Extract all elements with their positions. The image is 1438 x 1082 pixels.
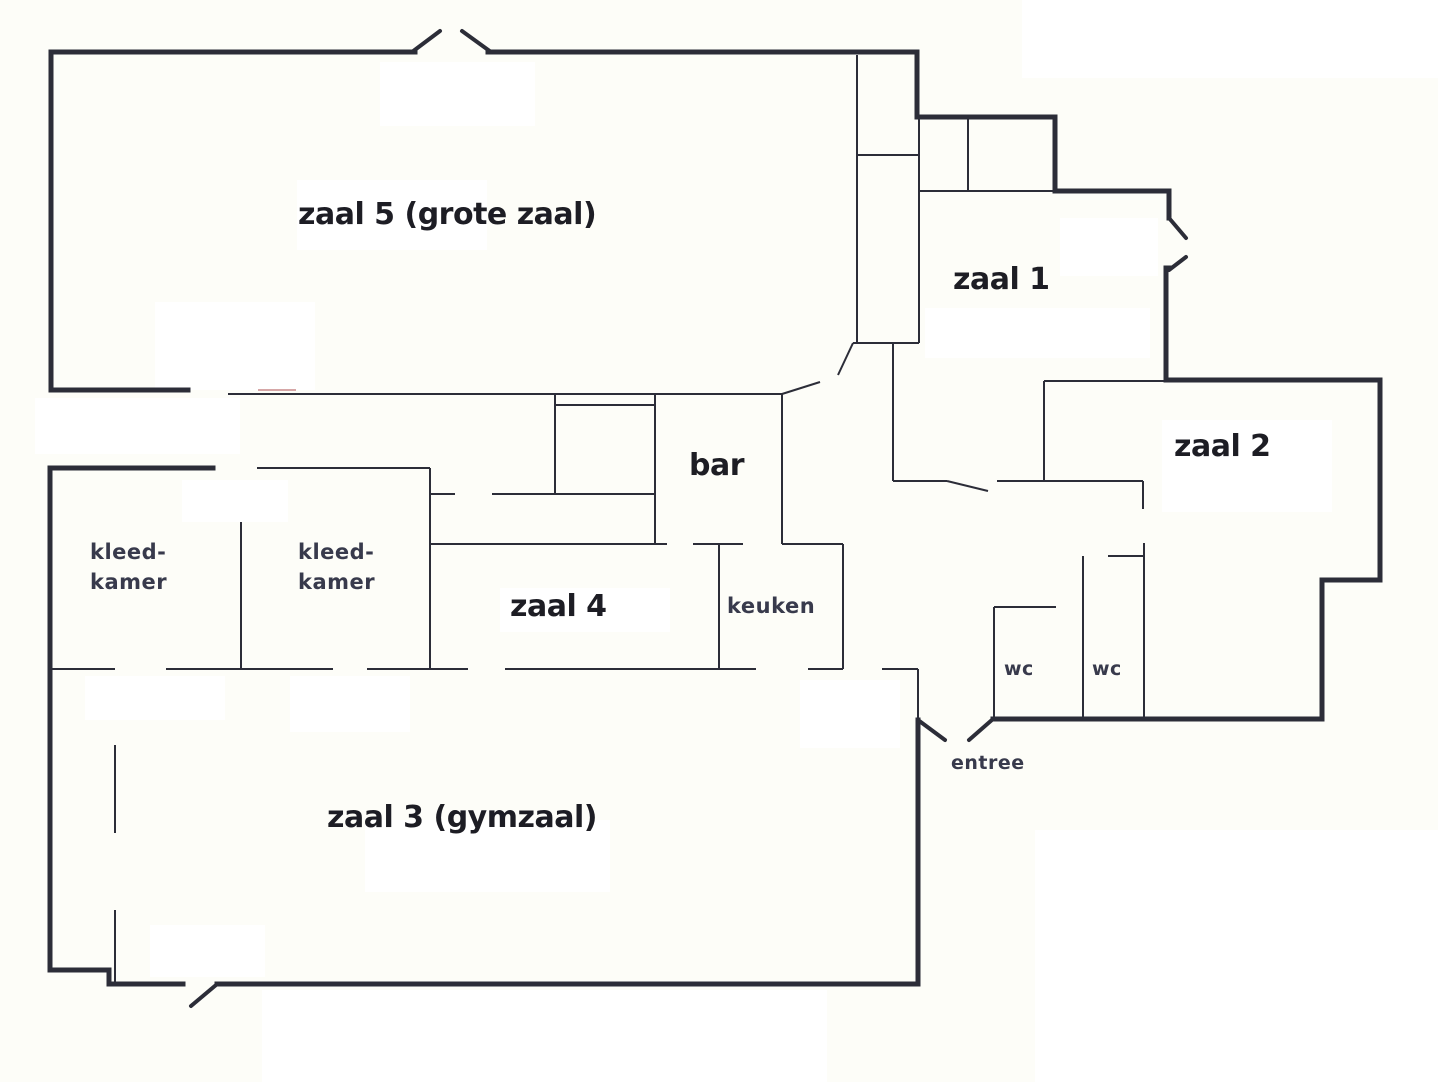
label-patch <box>35 398 240 454</box>
label-patch <box>150 925 265 977</box>
inner-wall <box>837 342 854 376</box>
room-label-kleedkamer-b: kleed- kamer <box>298 537 375 597</box>
outer-wall-zaal3-bottom <box>214 717 921 987</box>
label-patch <box>380 62 535 126</box>
label-patch <box>262 990 827 1082</box>
room-label-line: kleed- <box>90 540 167 564</box>
outer-wall-zaal5-top-right <box>485 49 1172 221</box>
inner-wall <box>946 480 989 492</box>
outer-wall-zaal1-east <box>990 265 1383 722</box>
outer-wall-zaal5 <box>48 49 418 393</box>
room-label-keuken: keuken <box>727 594 816 618</box>
room-label-zaal4: zaal 4 <box>510 589 607 624</box>
door-top <box>460 29 493 54</box>
door-entree <box>916 718 947 742</box>
room-label-zaal3: zaal 3 (gymzaal) <box>327 800 597 835</box>
door-east <box>1167 255 1188 272</box>
room-label-zaal1: zaal 1 <box>953 262 1050 297</box>
label-patch <box>365 820 610 892</box>
label-patch <box>85 676 225 720</box>
room-label-line: kamer <box>298 570 376 594</box>
label-patch <box>1162 420 1332 512</box>
room-label-entree: entree <box>951 752 1025 774</box>
door-east <box>1167 216 1188 240</box>
label-patch <box>182 480 288 522</box>
room-label-wc-b: wc <box>1092 658 1122 680</box>
label-patch <box>800 680 900 748</box>
label-patch <box>1022 0 1438 78</box>
label-patch <box>1060 218 1158 276</box>
room-label-line: kleed- <box>298 540 375 564</box>
room-label-bar: bar <box>689 448 745 483</box>
inner-wall <box>781 381 821 395</box>
label-patch <box>925 308 1150 358</box>
label-patch <box>297 180 487 250</box>
room-label-line: kamer <box>90 570 168 594</box>
label-patch <box>290 676 410 732</box>
room-label-wc-a: wc <box>1004 658 1034 680</box>
room-label-kleedkamer-a: kleed- kamer <box>90 537 167 597</box>
door-entree <box>967 717 995 742</box>
label-patch <box>1035 830 1438 1082</box>
label-patch <box>155 302 315 390</box>
door-top <box>410 29 442 54</box>
label-patch <box>500 588 670 632</box>
outer-wall-zaal3 <box>47 465 216 987</box>
door-bottom <box>189 983 218 1008</box>
room-label-zaal5: zaal 5 (grote zaal) <box>298 197 597 232</box>
room-label-zaal2: zaal 2 <box>1174 429 1271 464</box>
